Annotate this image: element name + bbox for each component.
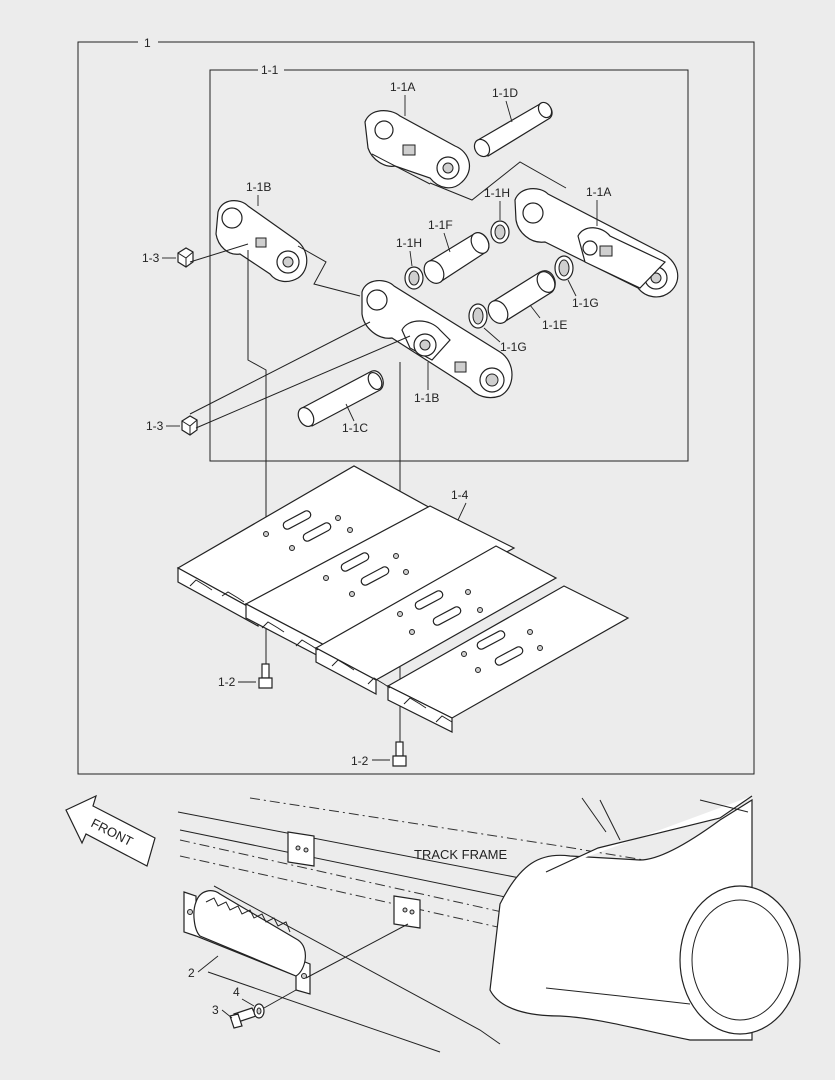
track-shoes-1-4 <box>176 465 630 733</box>
label-1-1b-bottom: 1-1B <box>414 391 439 405</box>
seal-1-1g-mid <box>468 303 488 329</box>
bushing-1-1e <box>487 270 556 324</box>
label-1-3-bottom: 1-3 <box>146 419 164 433</box>
label-washer-4: 4 <box>233 985 240 999</box>
label-bolt-3: 3 <box>212 1003 219 1017</box>
bolt-1-2-left <box>258 663 273 689</box>
label-1-1h-top: 1-1H <box>484 186 510 200</box>
label-1-1a-top: 1-1A <box>390 80 415 94</box>
bolt-1-2-right <box>392 741 407 767</box>
label-1-1d: 1-1D <box>492 86 518 100</box>
nut-1-3-bottom <box>181 415 198 436</box>
label-assembly-1: 1 <box>144 36 151 50</box>
label-1-1g-mid: 1-1G <box>500 340 527 354</box>
label-1-2-left: 1-2 <box>218 675 236 689</box>
sub-assembly-frame-1-1: 1-1 <box>209 63 689 462</box>
assembly-frame-1: 1 <box>77 36 755 775</box>
seal-1-1h-top <box>490 220 510 244</box>
seal-1-1h-mid <box>404 266 424 290</box>
link-1-1a-right <box>514 188 679 298</box>
track-frame <box>177 795 801 1053</box>
label-1-1g-right: 1-1G <box>572 296 599 310</box>
label-1-3-top: 1-3 <box>142 251 160 265</box>
bushing-1-1f <box>423 232 490 284</box>
label-1-1a-right: 1-1A <box>586 185 611 199</box>
label-1-1h-mid: 1-1H <box>396 236 422 250</box>
seal-1-1g-right <box>554 255 574 281</box>
guard-2 <box>183 890 311 995</box>
label-guard-2: 2 <box>188 966 195 980</box>
label-1-1e: 1-1E <box>542 318 567 332</box>
nut-1-3-top <box>177 247 194 268</box>
label-1-1f: 1-1F <box>428 218 453 232</box>
front-arrow-icon: FRONT <box>65 794 156 867</box>
link-1-1b-middle <box>361 280 513 399</box>
label-1-1c: 1-1C <box>342 421 368 435</box>
washer-4 <box>253 1003 265 1019</box>
label-1-4: 1-4 <box>451 488 469 502</box>
label-1-2-right: 1-2 <box>351 754 369 768</box>
bolt-3 <box>229 1007 257 1029</box>
pin-1-1d <box>473 101 553 158</box>
label-1-1b-left: 1-1B <box>246 180 271 194</box>
link-1-1a-top <box>364 110 471 189</box>
link-1-1b-left <box>215 200 308 283</box>
label-sub-assembly-1-1: 1-1 <box>261 63 279 77</box>
pin-1-1c <box>297 370 384 428</box>
label-track-frame: TRACK FRAME <box>414 847 508 862</box>
